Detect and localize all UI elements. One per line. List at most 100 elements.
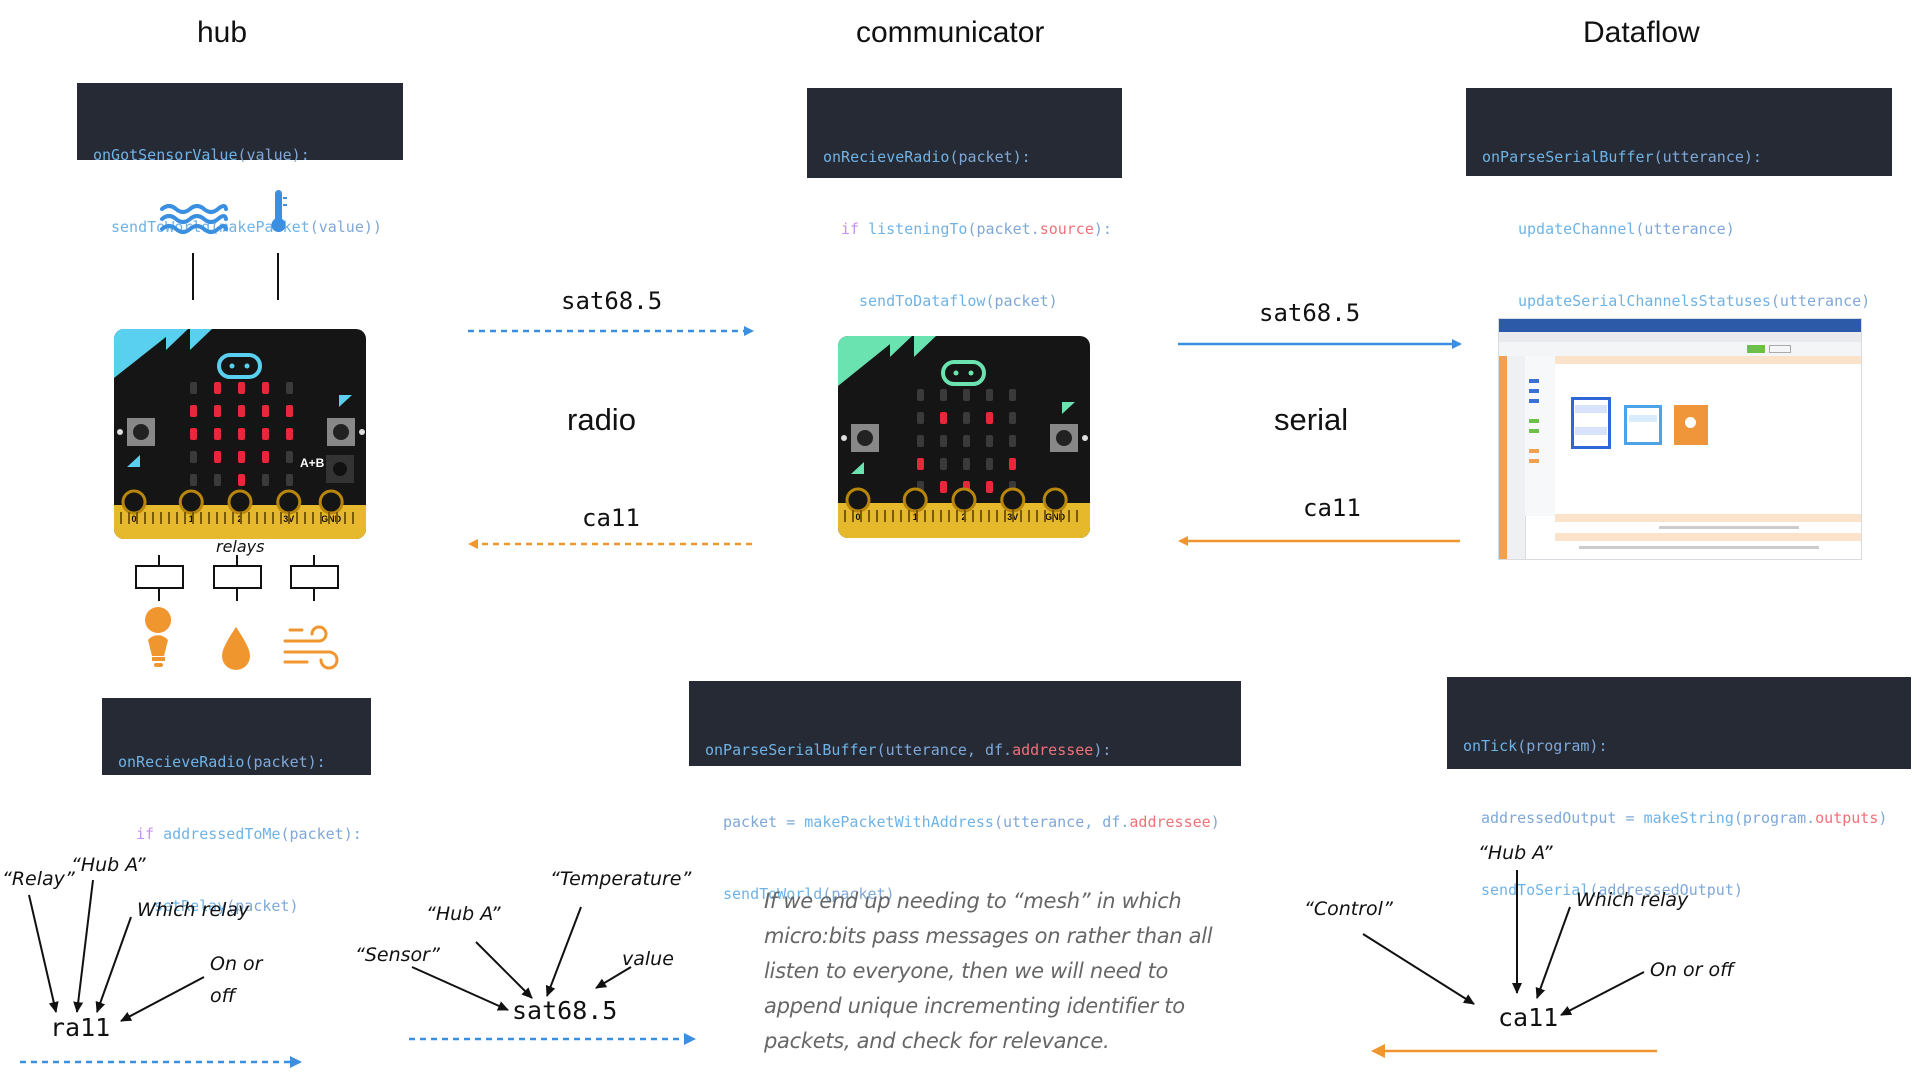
led-off [963, 435, 970, 447]
led-off [190, 382, 197, 394]
button-b-cap [333, 424, 349, 440]
wind-icon [283, 625, 339, 670]
code-token: addressee [1012, 741, 1094, 759]
edge-pin [902, 487, 928, 513]
code-hub-receive: onRecieveRadio(packet): if addressedToMe… [102, 698, 371, 915]
edge-strip [884, 510, 886, 522]
led-on [238, 382, 245, 394]
led-on [238, 405, 245, 417]
led-on [214, 382, 221, 394]
palette-block[interactable] [1529, 399, 1539, 403]
board-corner [190, 329, 212, 350]
code-df-parse: onParseSerialBuffer(utterance): updateCh… [1466, 88, 1892, 310]
code-token: (packet) [226, 897, 299, 915]
edge-strip [940, 510, 942, 522]
led-off [940, 389, 947, 401]
relay-packet-word: ra11 [50, 1013, 111, 1042]
code-token: (packet): [949, 148, 1031, 166]
edge-pins: 0123VGND [844, 487, 1078, 522]
led-on [940, 412, 947, 424]
bookmarks-bar [1499, 332, 1861, 342]
led-on [986, 412, 993, 424]
palette-block[interactable] [1529, 459, 1539, 463]
button-b-marker [339, 395, 352, 407]
button-a-cap [857, 430, 873, 446]
edge-strip [256, 512, 258, 524]
edge-strip [280, 512, 282, 524]
code-token: ) [1210, 813, 1220, 831]
header-button[interactable] [1769, 345, 1791, 353]
off-note: off [210, 985, 236, 1007]
thermometer-icon [271, 190, 287, 232]
code-token: addressee [1129, 813, 1211, 831]
edge-strip [312, 512, 314, 524]
board-hole [117, 429, 123, 435]
led-off [917, 412, 924, 424]
dataflow-app-thumbnail[interactable] [1498, 318, 1862, 560]
led-off [262, 474, 269, 486]
board-corner [890, 336, 912, 357]
edge-strip [344, 512, 346, 524]
edge-strip [336, 512, 338, 524]
transform-block[interactable] [1624, 405, 1662, 445]
code-token: outputs [1815, 809, 1879, 827]
led-matrix [190, 382, 293, 486]
edge-strip [980, 510, 982, 522]
logo-dot [229, 363, 235, 369]
logo-dot [968, 370, 974, 376]
led-off [190, 451, 197, 463]
edge-strip [892, 510, 894, 522]
code-token: (value)) [309, 218, 382, 236]
code-token: ): [1093, 741, 1112, 759]
palette-block[interactable] [1529, 419, 1539, 423]
button-a-cap [133, 424, 149, 440]
which-relay-note: Which relay [1576, 889, 1689, 911]
led-off [286, 382, 293, 394]
edge-strip [264, 512, 266, 524]
edge-strip [1076, 510, 1078, 522]
led-on [262, 451, 269, 463]
code-token: sendToSerial [1481, 881, 1590, 899]
palette-block[interactable] [1529, 379, 1539, 383]
edge-strip [956, 510, 958, 522]
relays-label: relays [216, 537, 265, 556]
block-field [1629, 415, 1657, 422]
palette-block[interactable] [1529, 429, 1539, 433]
edge-strip [1052, 510, 1054, 522]
panel-text-line [1659, 526, 1799, 529]
edge-pin [1042, 487, 1068, 513]
code-token: addressedOutput = [1481, 809, 1644, 827]
code-token: if [841, 220, 860, 238]
board-corner [114, 329, 176, 378]
palette-block[interactable] [1529, 389, 1539, 393]
palette-block[interactable] [1529, 449, 1539, 453]
sensor-pointer [411, 966, 509, 1011]
control-pointer [1362, 933, 1475, 1005]
button-a-marker [851, 462, 864, 474]
header-button[interactable] [1747, 345, 1765, 353]
edge-strip [272, 512, 274, 524]
edge-strip [176, 512, 178, 524]
lightbulb-icon [145, 607, 172, 667]
code-token: (packet) [985, 292, 1058, 310]
led-on [190, 405, 197, 417]
led-on [238, 428, 245, 440]
radio-label: radio [567, 402, 636, 437]
edge-strip [296, 512, 298, 524]
edge-strip [948, 510, 950, 522]
code-token: onRecieveRadio [823, 148, 950, 166]
edge-strip [932, 510, 934, 522]
pin-label: GND [1045, 512, 1066, 522]
led-on [1009, 458, 1016, 470]
block-field [1575, 405, 1607, 413]
edge-strip [288, 512, 290, 524]
browser-toolbar [1499, 319, 1861, 332]
led-on [238, 474, 245, 486]
code-token: makePacketWithAddress [804, 813, 994, 831]
edge-strip [1020, 510, 1022, 522]
reset-button-cap [333, 462, 347, 476]
code-token: listeningTo [868, 220, 968, 238]
serial-up-message: sat68.5 [1259, 299, 1361, 327]
board-corner [914, 336, 936, 357]
